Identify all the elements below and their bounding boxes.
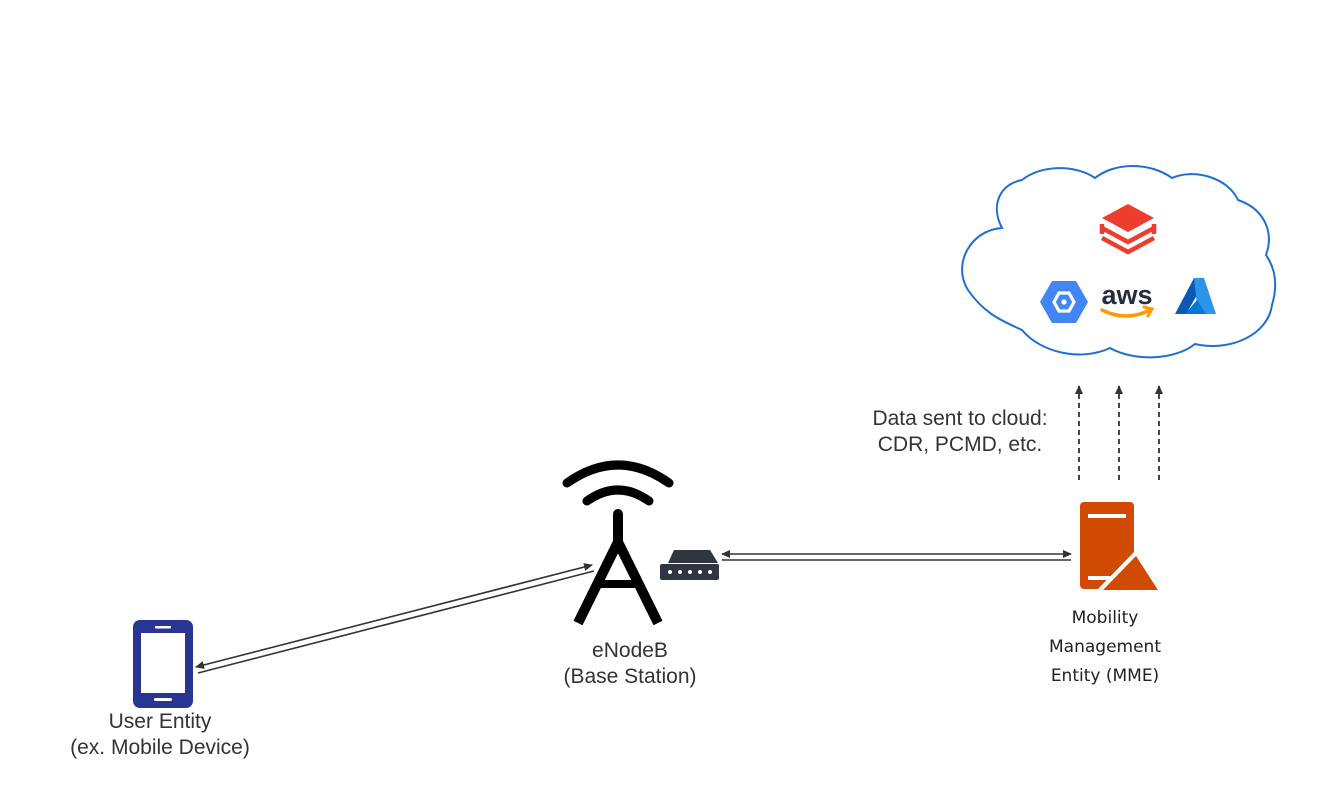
mme-label-line1: Mobility xyxy=(1071,608,1139,628)
cloud-note-label: Data sent to cloud: CDR, PCMD, etc. xyxy=(860,406,1060,458)
user-entity-label-line1: User Entity xyxy=(108,710,212,733)
cloud-shape xyxy=(961,165,1277,359)
cell-tower-icon xyxy=(562,460,674,626)
enodeb-label: eNodeB (Base Station) xyxy=(540,638,720,690)
mme-label-line2: Management xyxy=(1049,637,1161,657)
router-server-connector xyxy=(721,550,1072,561)
enodeb-label-line2: (Base Station) xyxy=(563,665,697,688)
router-icon xyxy=(660,550,719,580)
databricks-logo xyxy=(1099,204,1157,255)
enodeb-label-line1: eNodeB xyxy=(592,639,668,662)
mobile-device-icon xyxy=(133,620,193,708)
server-icon xyxy=(1080,502,1162,590)
user-entity-label-line2: (ex. Mobile Device) xyxy=(70,736,250,759)
cloud-note-line2: CDR, PCMD, etc. xyxy=(877,433,1043,456)
aws-logo: aws xyxy=(1100,280,1155,318)
cloud-note-line1: Data sent to cloud: xyxy=(872,407,1048,430)
azure-logo xyxy=(1175,278,1216,314)
mme-label: Mobility Management Entity (MME) xyxy=(1030,604,1180,691)
phone-tower-connector xyxy=(195,563,595,674)
mme-label-line3: Entity (MME) xyxy=(1050,666,1160,686)
google-cloud-logo xyxy=(1040,281,1088,323)
aws-logo-text: aws xyxy=(1101,280,1152,310)
user-entity-label: User Entity (ex. Mobile Device) xyxy=(50,709,270,761)
